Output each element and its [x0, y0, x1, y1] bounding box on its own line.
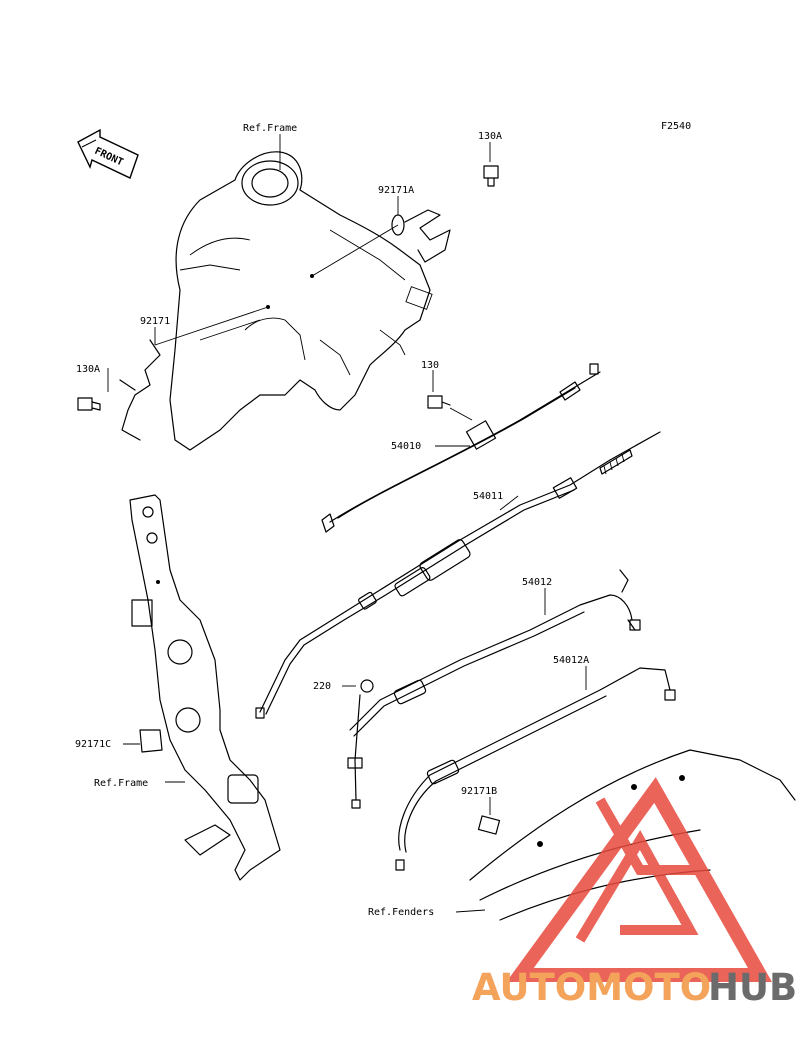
label-92171B: 92171B: [461, 786, 497, 797]
label-54012: 54012: [522, 577, 552, 588]
frame-top-drawing: [169, 151, 433, 451]
leader-lines: [107, 134, 587, 913]
cable-54012A-drawing: [395, 667, 676, 871]
bolt-130-drawing: [427, 395, 451, 409]
clamp-92171-drawing: [119, 339, 161, 441]
part-220-drawing: [347, 679, 374, 809]
label-54010: 54010: [391, 441, 421, 452]
frame-bottom-drawing: [129, 494, 281, 881]
label-92171C: 92171C: [75, 739, 111, 750]
label-130A-left: 130A: [76, 364, 100, 375]
watermark-logo-icon: [506, 777, 773, 982]
front-arrow-icon: FRONT: [77, 128, 139, 179]
figure-code: F2540: [661, 121, 691, 132]
clamp-92171A-drawing: [391, 209, 451, 263]
label-92171: 92171: [140, 316, 170, 327]
cable-54012-drawing: [349, 569, 641, 737]
cable-54011-drawing: [255, 431, 661, 719]
cable-54010-drawing: [321, 363, 601, 533]
watermark-text-primary: AUTOMOTO: [472, 966, 711, 1009]
label-220: 220: [313, 681, 331, 692]
label-54011: 54011: [473, 491, 503, 502]
label-130: 130: [421, 360, 439, 371]
label-ref-fenders: Ref.Fenders: [368, 907, 434, 918]
label-92171A: 92171A: [378, 185, 414, 196]
label-54012A: 54012A: [553, 655, 589, 666]
bolt-130A-left-drawing: [77, 397, 101, 411]
label-ref-frame-top: Ref.Frame: [243, 123, 297, 134]
label-ref-frame-bottom: Ref.Frame: [94, 778, 148, 789]
label-130A-top: 130A: [478, 131, 502, 142]
clamp-92171B-drawing: [477, 815, 501, 835]
bolt-130A-top-drawing: [483, 165, 499, 187]
watermark-text-secondary: HUB: [708, 966, 797, 1009]
fender-drawing: [469, 749, 796, 921]
